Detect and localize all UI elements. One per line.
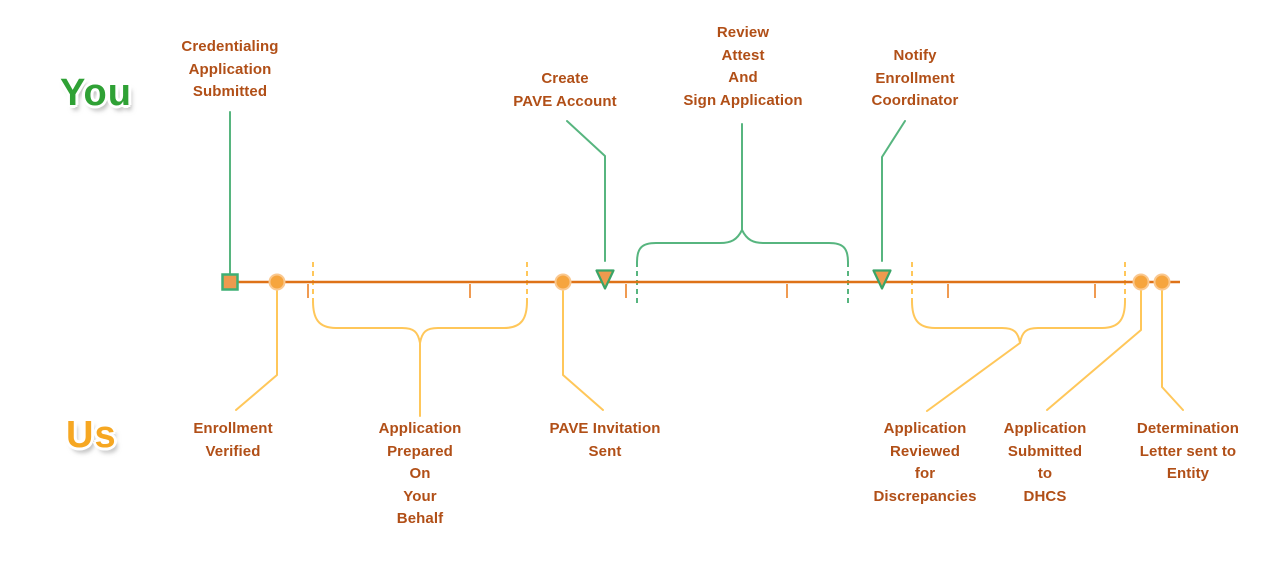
us-event-application-submitted-to-dhcs: Application Submitted to DHCS (1003, 420, 1087, 505)
us-event-application-reviewed-for-discrepancies: Application Reviewed for Discrepancies (873, 420, 977, 505)
lane-label-us: Us (66, 414, 117, 456)
connector-notify-coordinator (881, 120, 906, 262)
connector-application-reviewed (926, 342, 1021, 412)
brace-application-prepared (312, 300, 528, 344)
connector-determination-letter (1161, 290, 1184, 411)
marker-determination-letter-dot (1153, 273, 1171, 291)
connector-pave-invitation (562, 290, 604, 411)
connector-enrollment-verified (235, 290, 278, 411)
connector-create-pave (566, 120, 606, 262)
us-event-application-prepared-on-your-behalf: Application Prepared On Your Behalf (378, 420, 462, 527)
us-event-dots (268, 273, 1171, 291)
us-connectors (235, 290, 1184, 417)
you-event-review-attest-sign-application: Review Attest And Sign Application (683, 24, 803, 109)
marker-enrollment-verified-dot (268, 273, 286, 291)
you-event-arrowheads (595, 269, 892, 290)
you-event-credentialing-application-submitted: Credentialing Application Submitted (181, 38, 279, 100)
us-event-determination-letter-sent-to-entity: Determination Letter sent to Entity (1136, 420, 1240, 482)
connector-application-submitted (1046, 290, 1142, 411)
marker-credentialing-square (221, 273, 239, 291)
us-event-enrollment-verified: Enrollment Verified (193, 420, 273, 460)
you-event-create-pave-account: Create PAVE Account (513, 70, 617, 110)
marker-pave-invitation-dot (554, 273, 572, 291)
you-connectors (229, 111, 906, 274)
us-event-pave-invitation-sent: PAVE Invitation Sent (549, 420, 661, 460)
timeline-ticks (307, 284, 1096, 298)
brace-review-attest (636, 229, 849, 263)
marker-application-submitted-dot (1132, 273, 1150, 291)
you-event-notify-enrollment-coordinator: Notify Enrollment Coordinator (871, 47, 959, 109)
lane-label-you: You (60, 72, 132, 114)
marker-notify-coordinator-triangle (872, 269, 892, 290)
brace-application-reviewed (911, 300, 1126, 344)
marker-create-pave-triangle (595, 269, 615, 290)
